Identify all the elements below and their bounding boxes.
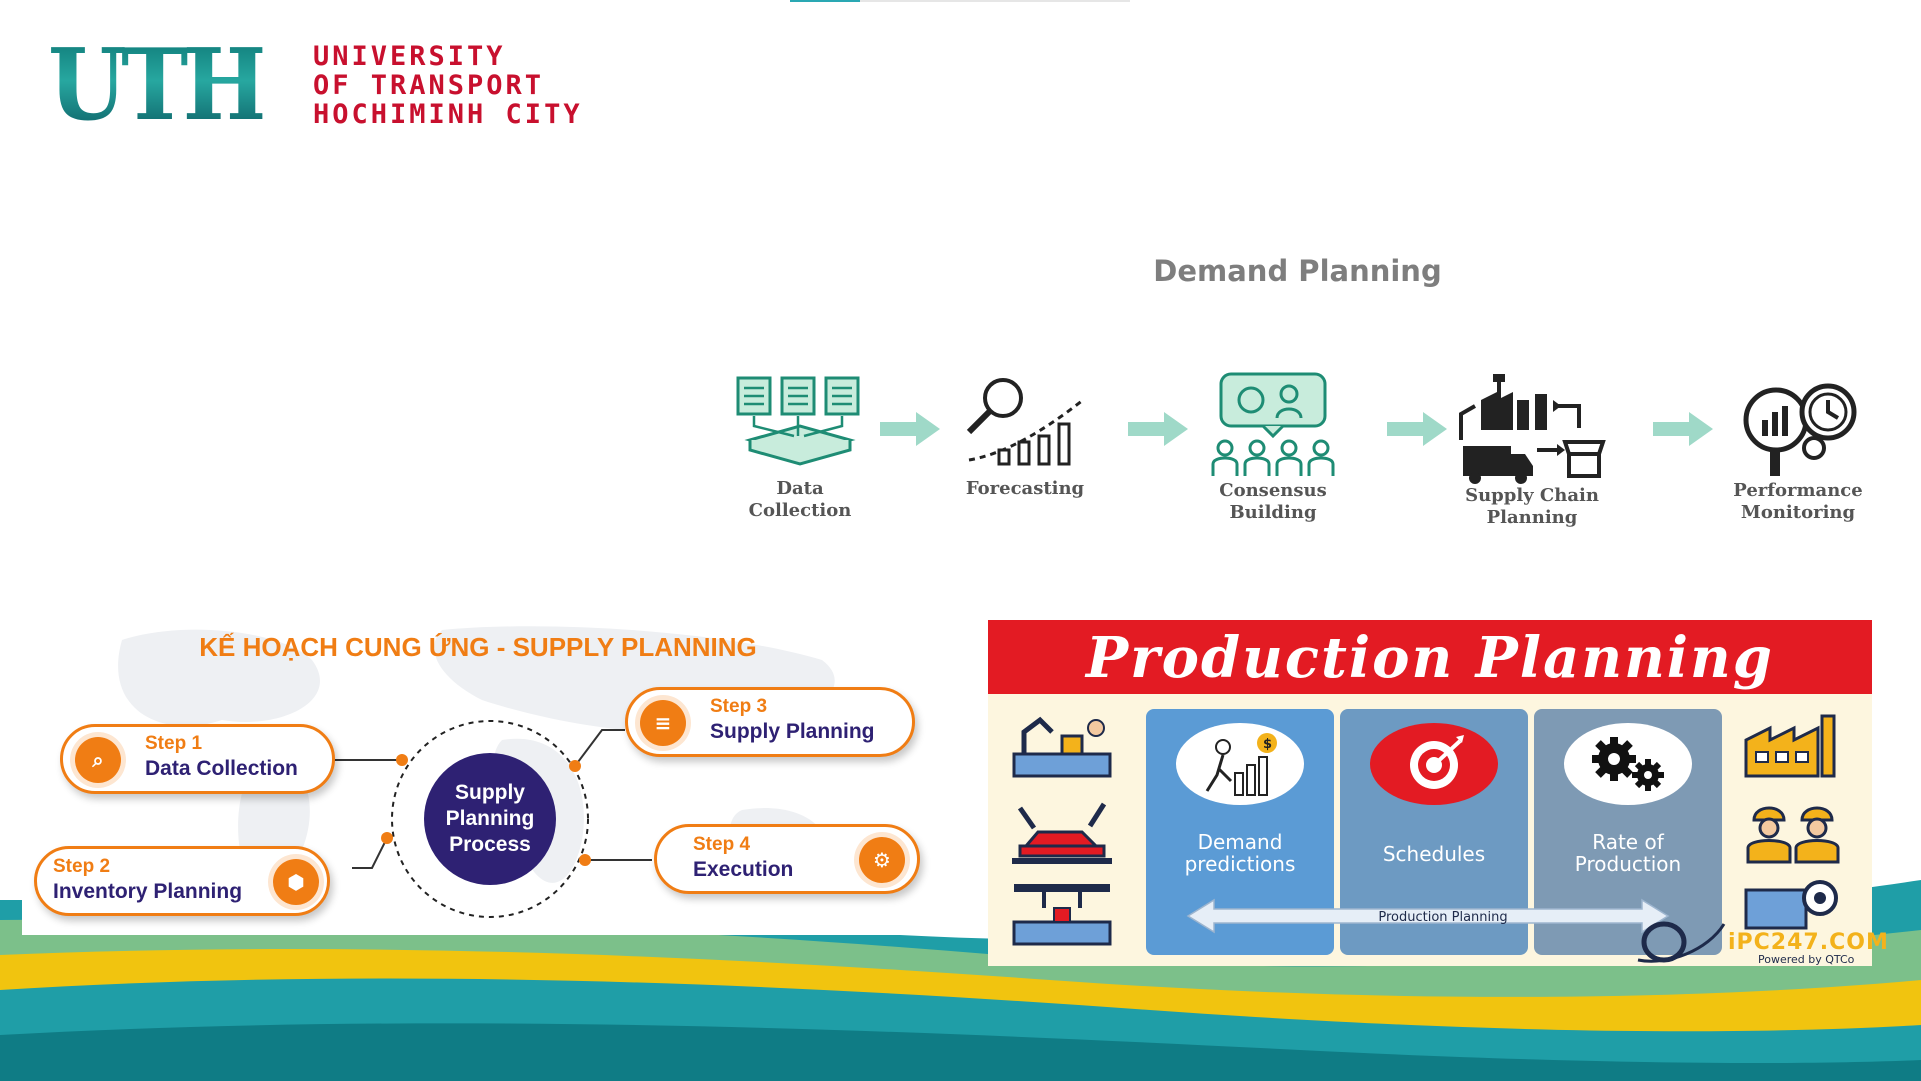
arrow-right-icon — [1387, 412, 1447, 446]
card-label: predictions — [1184, 852, 1296, 876]
supply-step-3: ≡ Step 3 Supply Planning — [625, 687, 915, 757]
ipc247-watermark: iPC247.COM Powered by QTCo — [1628, 920, 1888, 966]
growth-chart-icon: $ — [1176, 723, 1304, 805]
step-number: Step 4 — [693, 834, 751, 855]
step-name: Data Collection — [145, 757, 298, 780]
demand-planning-title: Demand Planning — [1153, 254, 1442, 288]
step-number: Step 3 — [710, 696, 768, 717]
box-icon: ⬢ — [273, 859, 319, 905]
logo-line-1: UNIVERSITY — [313, 41, 506, 72]
card-label: Production — [1574, 852, 1682, 876]
step-name: Supply Planning — [710, 720, 875, 743]
hub-dashed-ring — [391, 720, 589, 918]
production-planning-diagram: Production Planning $ Demand predic — [988, 620, 1888, 966]
supply-planning-diagram: KẾ HOẠCH CUNG ỨNG - SUPPLY PLANNING Supp… — [22, 620, 934, 935]
arrow-right-icon — [1128, 412, 1188, 446]
car-assembly-icon — [1012, 802, 1112, 864]
logo-text: UNIVERSITY OF TRANSPORT HOCHIMINH CITY — [313, 42, 583, 129]
step-name: Execution — [693, 858, 794, 881]
hub-line: Process — [449, 833, 531, 856]
demand-step-label: Monitoring — [1740, 502, 1856, 523]
card-label: Schedules — [1382, 842, 1486, 866]
demand-step-label: Building — [1229, 502, 1317, 523]
arrow-label: Production Planning — [1378, 910, 1508, 925]
connector-lines — [327, 729, 652, 869]
data-collection-icon — [736, 376, 860, 466]
demand-step-label: Collection — [748, 500, 852, 521]
card-label: Rate of — [1592, 830, 1664, 854]
factory-icon — [1744, 714, 1836, 778]
demand-step-monitoring: Performance Monitoring — [1713, 370, 1883, 524]
step-number: Step 2 — [53, 856, 111, 877]
robot-arm-icon — [1012, 716, 1112, 778]
card-label: Demand — [1197, 830, 1283, 854]
step-number: Step 1 — [145, 733, 203, 754]
slide-indicator — [790, 0, 1130, 2]
gear-icon: ⚙ — [859, 837, 905, 883]
demand-step-label: Data — [776, 478, 824, 499]
demand-step-data-collection: Data Collection — [715, 370, 885, 522]
supply-step-1: ⌕ Step 1 Data Collection — [60, 724, 335, 794]
search-icon: ⌕ — [75, 737, 121, 783]
demand-step-label: Forecasting — [965, 478, 1085, 499]
svg-text:$: $ — [1263, 737, 1272, 752]
computer-gear-icon — [1744, 880, 1838, 930]
logo-mark: UTH — [48, 28, 268, 143]
production-planning-title: Production Planning — [988, 620, 1872, 694]
university-logo: UTH UNIVERSITY OF TRANSPORT HOCHIMINH CI… — [48, 36, 628, 136]
demand-step-consensus: Consensus Building — [1188, 370, 1358, 524]
demand-step-label: Supply Chain — [1465, 485, 1599, 506]
demand-step-supply-chain: Supply Chain Planning — [1447, 370, 1617, 529]
hub-line: Supply — [454, 781, 525, 804]
arrow-right-icon — [880, 412, 940, 446]
monitoring-icon — [1743, 383, 1857, 476]
demand-step-label: Consensus — [1219, 480, 1327, 501]
target-icon — [1370, 723, 1498, 805]
supply-step-4: ⚙ Step 4 Execution — [654, 824, 920, 894]
forecasting-icon — [966, 378, 1084, 466]
supply-step-2: ⬢ Step 2 Inventory Planning — [34, 846, 330, 916]
demand-planning-diagram: Demand Planning Data Collection — [705, 240, 1890, 560]
arrow-right-icon — [1653, 412, 1713, 446]
demand-step-label: Performance — [1733, 480, 1863, 501]
watermark-logo-icon — [1637, 921, 1726, 963]
workers-icon — [1746, 806, 1840, 864]
conveyor-icon — [1012, 884, 1112, 946]
logo-line-3: HOCHIMINH CITY — [313, 99, 583, 130]
document-icon: ≡ — [640, 700, 686, 746]
watermark-subtext: Powered by QTCo — [1758, 953, 1855, 966]
logo-line-2: OF TRANSPORT — [313, 70, 545, 101]
watermark-text: iPC247.COM — [1728, 930, 1889, 955]
double-arrow-icon — [1186, 898, 1670, 934]
supply-chain-icon — [1459, 374, 1606, 484]
step-name: Inventory Planning — [53, 880, 243, 903]
supply-planning-title: KẾ HOẠCH CUNG ỨNG - SUPPLY PLANNING — [199, 632, 757, 662]
demand-step-label: Planning — [1486, 507, 1578, 528]
consensus-icon — [1211, 372, 1335, 476]
demand-step-forecasting: Forecasting — [940, 370, 1110, 500]
hub-line: Planning — [445, 807, 535, 830]
supply-planning-hub: Supply Planning Process — [424, 753, 556, 885]
gears-icon — [1564, 723, 1692, 805]
